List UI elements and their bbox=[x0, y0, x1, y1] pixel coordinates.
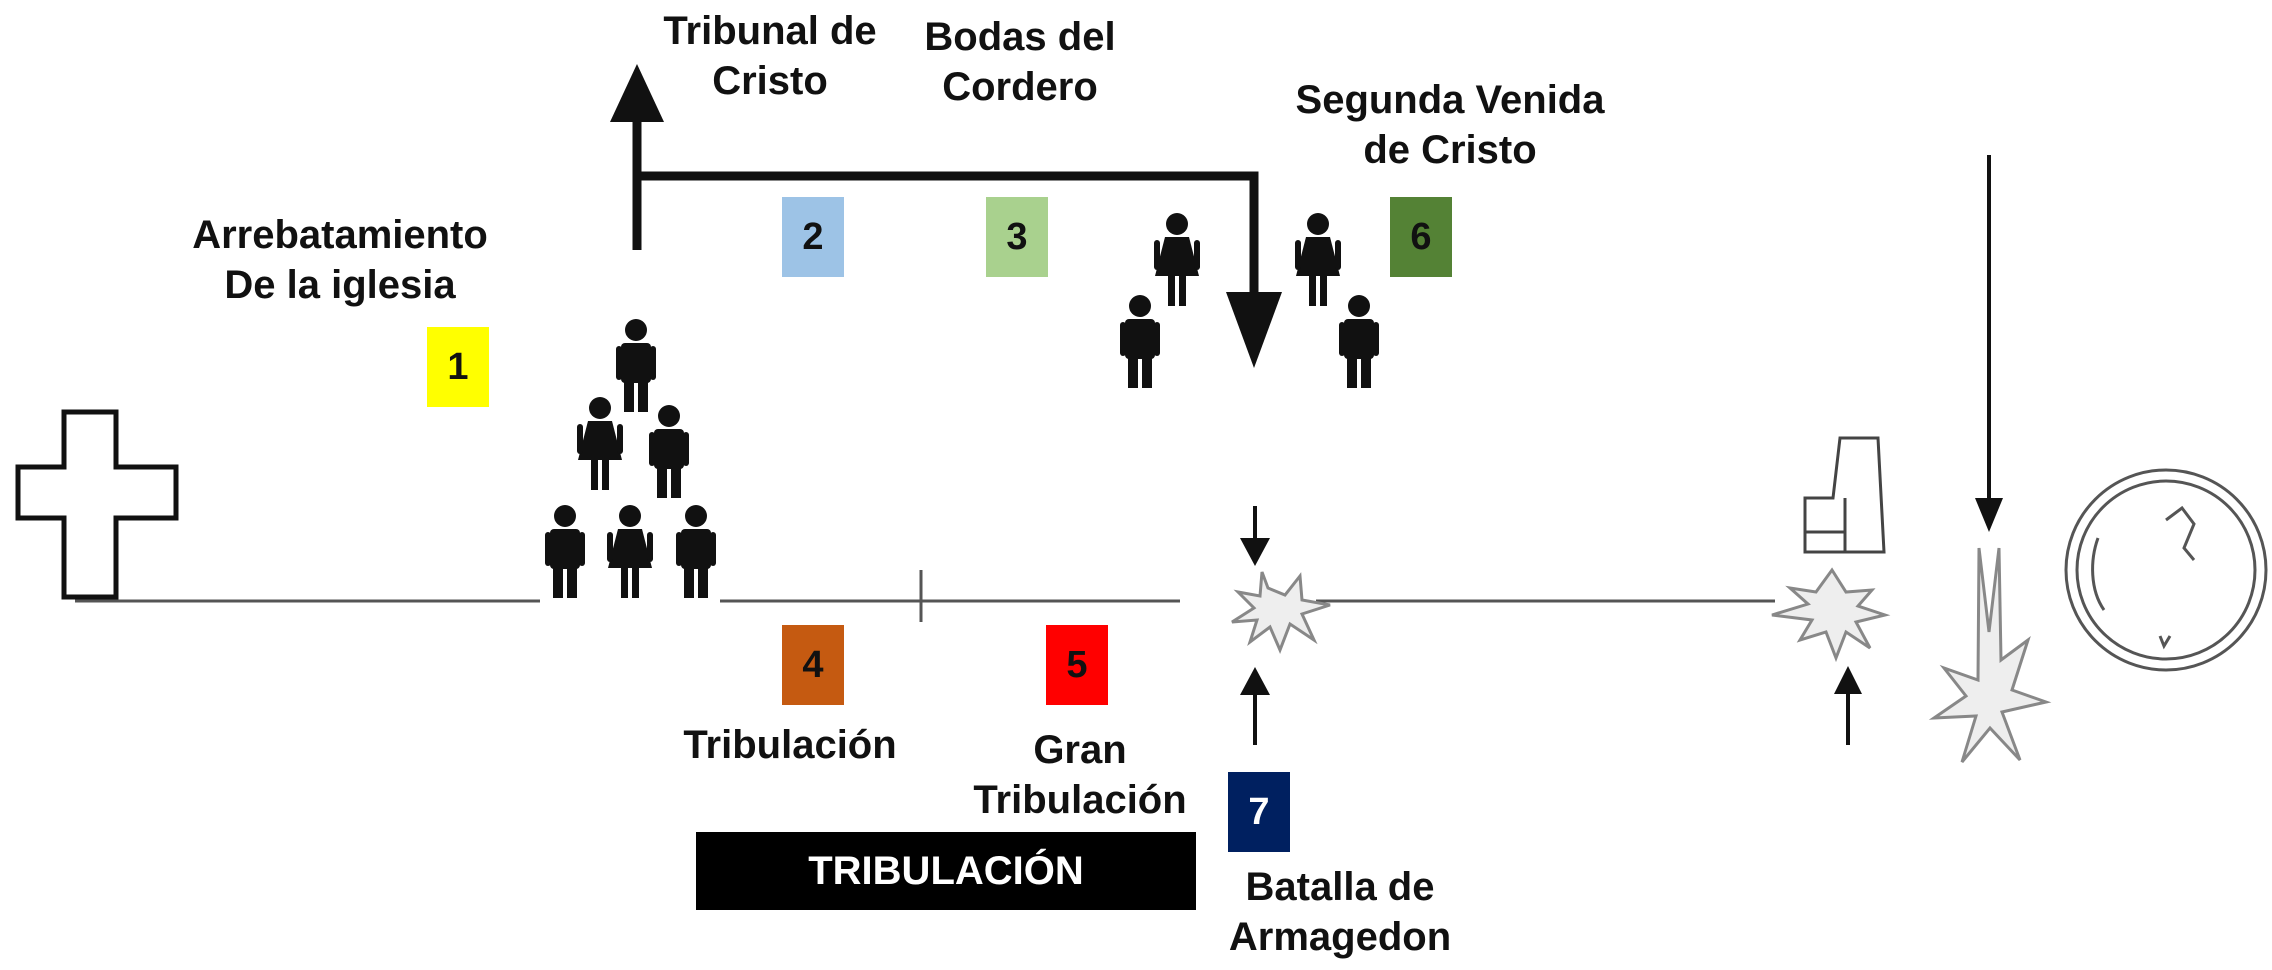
badge-2: 2 bbox=[782, 197, 844, 277]
falling-explosion-icon bbox=[1928, 547, 2052, 763]
great-tribulation-label: Gran Tribulación bbox=[973, 728, 1187, 822]
saints-group-right bbox=[1295, 213, 1379, 388]
badge-5: 5 bbox=[1046, 625, 1108, 705]
cross-icon bbox=[15, 409, 179, 600]
armageddon-label: Batalla de Armagedon bbox=[1228, 865, 1452, 959]
final-explosion-icon bbox=[1771, 567, 1891, 663]
marriage-supper-label: Bodas del Cordero bbox=[924, 15, 1116, 109]
tribulation-bar-label: TRIBULACIÓN bbox=[808, 848, 1084, 893]
saints-group-left bbox=[1120, 213, 1200, 388]
raptured-church-group bbox=[545, 319, 716, 598]
badge-6: 6 bbox=[1390, 197, 1452, 277]
earth-globe-icon bbox=[2064, 468, 2268, 672]
badge-4: 4 bbox=[782, 625, 844, 705]
throne-icon bbox=[1803, 436, 1886, 554]
armageddon-explosion-icon bbox=[1231, 571, 1331, 654]
armageddon-arrows bbox=[1240, 506, 1270, 745]
badge-1: 1 bbox=[427, 327, 489, 407]
badge-3: 3 bbox=[986, 197, 1048, 277]
rapture-arrow-path bbox=[610, 64, 1282, 368]
final-judgment-arrows bbox=[1834, 155, 2003, 745]
tribulation-label: Tribulación bbox=[683, 723, 897, 767]
judgment-seat-label: Tribunal de Cristo bbox=[663, 9, 877, 103]
tribulation-bar: TRIBULACIÓN bbox=[696, 832, 1196, 910]
rapture-label: Arrebatamiento De la iglesia bbox=[192, 213, 488, 307]
badge-7: 7 bbox=[1228, 772, 1290, 852]
second-coming-label: Segunda Venida de Cristo bbox=[1295, 78, 1605, 172]
timeline-line bbox=[75, 570, 1775, 622]
